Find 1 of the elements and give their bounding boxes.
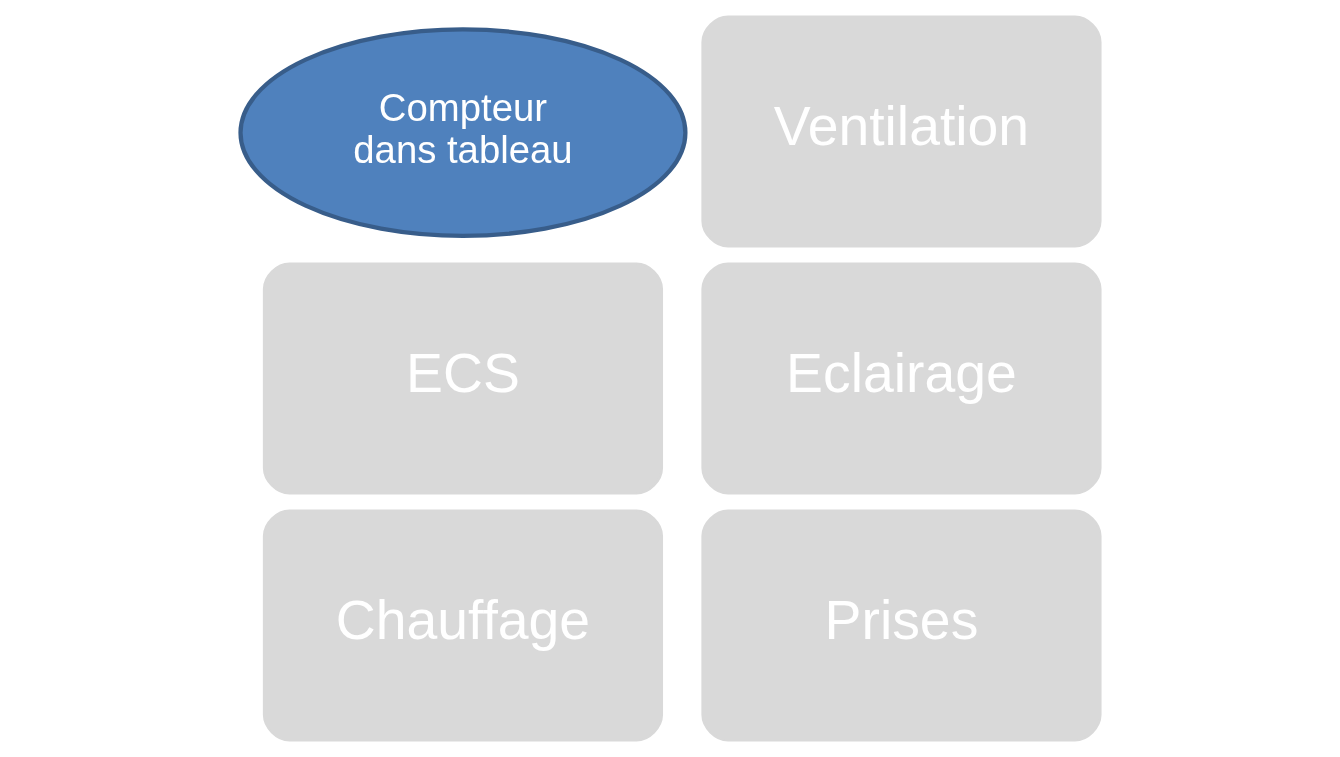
- node-ellipse: Compteur dans tableau: [237, 27, 688, 238]
